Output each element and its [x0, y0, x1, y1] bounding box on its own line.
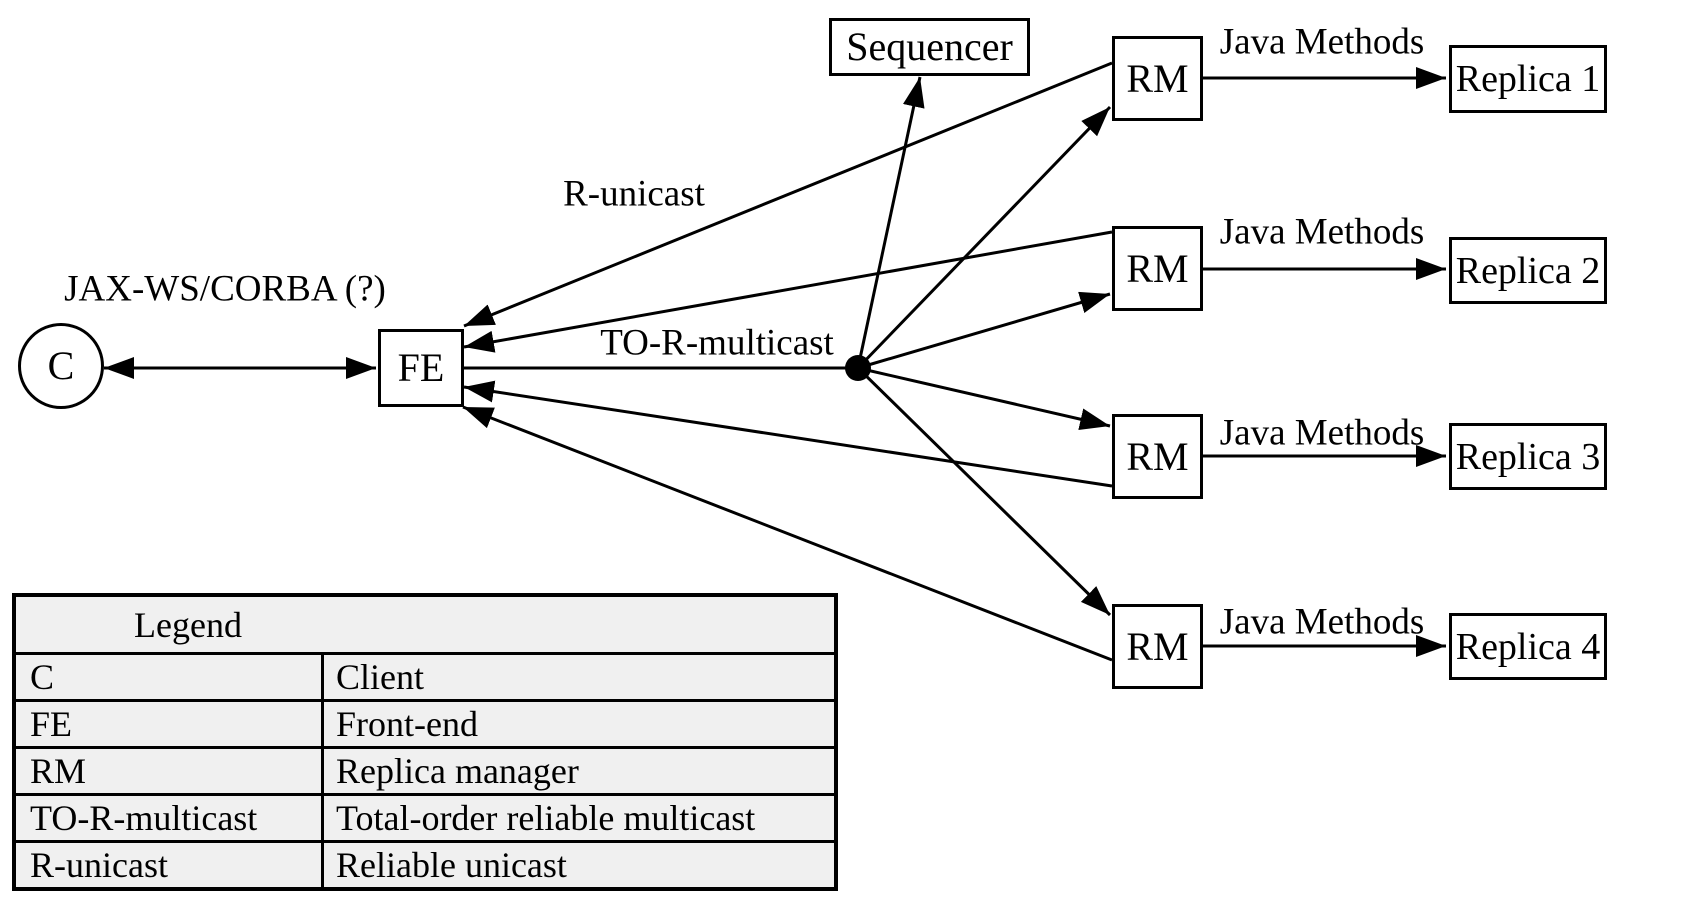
replica1-label: Replica 1	[1455, 58, 1601, 100]
legend-term: C	[16, 655, 324, 699]
legend-row-r-unicast: R-unicast Reliable unicast	[16, 840, 834, 887]
replica4-node: Replica 4	[1449, 613, 1607, 680]
legend-row-replica-manager: RM Replica manager	[16, 746, 834, 793]
replica2-node: Replica 2	[1449, 237, 1607, 304]
legend-definition: Front-end	[336, 704, 478, 744]
legend-definition: Total-order reliable multicast	[336, 798, 756, 838]
edge-rm1-fe	[463, 61, 1113, 328]
edge-junction-rm2	[857, 291, 1111, 370]
replica2-label: Replica 2	[1455, 249, 1601, 292]
rm2-label: RM	[1126, 245, 1189, 291]
legend-definition: Reliable unicast	[336, 845, 567, 885]
rm1-node: RM	[1112, 36, 1203, 121]
legend-term: R-unicast	[16, 843, 324, 887]
java-methods-label-3: Java Methods	[1219, 412, 1425, 454]
client-node: C	[18, 323, 104, 409]
rm4-label: RM	[1126, 623, 1189, 669]
edge-rm4-fe	[462, 405, 1113, 662]
edge-junction-rm3	[857, 366, 1111, 430]
edge-rm2-fe	[463, 230, 1113, 353]
sequencer-node: Sequencer	[829, 18, 1030, 76]
replica1-node: Replica 1	[1449, 45, 1607, 113]
front-end-node: FE	[378, 329, 464, 407]
sequencer-label: Sequencer	[846, 24, 1013, 69]
replica4-label: Replica 4	[1455, 625, 1601, 668]
java-methods-label-1: Java Methods	[1219, 21, 1425, 63]
legend-definition: Replica manager	[336, 751, 579, 791]
legend-definition: Client	[336, 657, 424, 697]
to-r-multicast-label: TO-R-multicast	[600, 322, 834, 364]
legend-table: Legend C Client FE Front-end RM Replica …	[12, 593, 838, 891]
legend-term: RM	[16, 749, 324, 793]
r-unicast-label: R-unicast	[563, 173, 705, 215]
rm1-label: RM	[1126, 55, 1189, 101]
java-methods-label-2: Java Methods	[1219, 211, 1425, 253]
rm3-node: RM	[1112, 414, 1203, 499]
rm2-node: RM	[1112, 226, 1203, 311]
java-methods-label-4: Java Methods	[1219, 601, 1425, 643]
multicast-junction-dot	[845, 355, 871, 381]
jax-ws-corba-label: JAX-WS/CORBA (?)	[64, 268, 386, 310]
replica3-node: Replica 3	[1449, 423, 1607, 490]
legend-row-front-end: FE Front-end	[16, 699, 834, 746]
legend-row-to-r-multicast: TO-R-multicast Total-order reliable mult…	[16, 793, 834, 840]
edge-junction-rm4	[856, 366, 1112, 617]
rm4-node: RM	[1112, 604, 1203, 689]
edge-junction-rm1	[856, 105, 1112, 370]
front-end-label: FE	[397, 345, 445, 390]
legend-term: TO-R-multicast	[16, 796, 324, 840]
legend-term: FE	[16, 702, 324, 746]
rm3-label: RM	[1126, 433, 1189, 479]
edge-junction-sequencer	[856, 76, 925, 369]
replica3-label: Replica 3	[1455, 435, 1601, 478]
legend-header-row: Legend	[16, 597, 834, 652]
legend-title: Legend	[134, 604, 242, 645]
client-label: C	[47, 343, 75, 388]
edge-rm3-fe	[463, 380, 1113, 488]
legend-row-client: C Client	[16, 652, 834, 699]
